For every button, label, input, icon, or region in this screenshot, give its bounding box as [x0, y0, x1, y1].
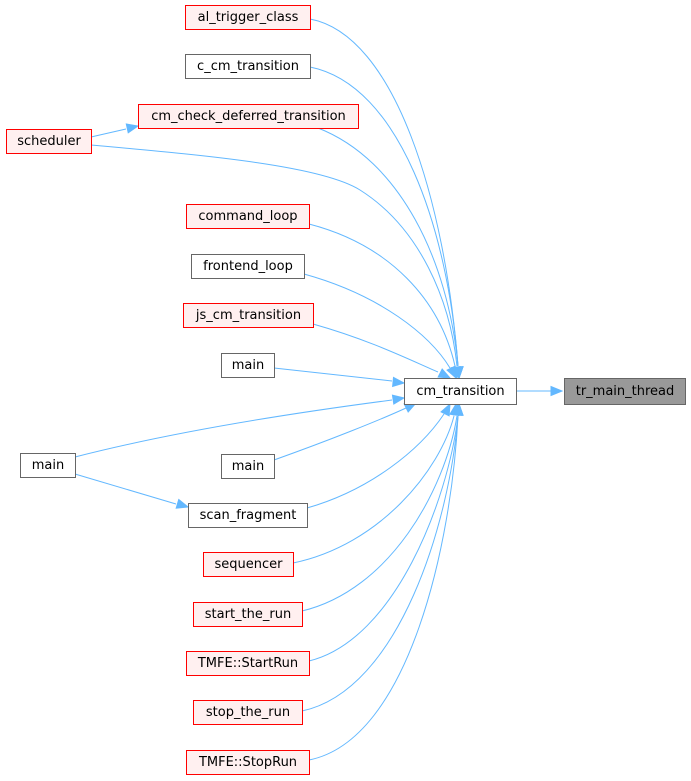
node-scan-fragment[interactable]: scan_fragment — [188, 503, 308, 528]
node-label: start_the_run — [205, 607, 291, 622]
edge-line — [90, 144, 458, 367]
edge-line — [309, 18, 459, 367]
node-js-cm-transition[interactable]: js_cm_transition — [183, 303, 314, 328]
node-stop-the-run[interactable]: stop_the_run — [193, 700, 303, 725]
edge-line — [308, 415, 459, 662]
edge-arrowhead — [125, 123, 140, 134]
node-main-left[interactable]: main — [20, 453, 76, 478]
node-label: main — [232, 459, 264, 474]
node-label: TMFE::StopRun — [198, 755, 297, 770]
node-c-cm-transition[interactable]: c_cm_transition — [185, 54, 311, 79]
node-label: scheduler — [17, 134, 81, 149]
edge-line — [306, 413, 445, 509]
edge-frontend_loop-to-cm_transition — [303, 273, 457, 380]
node-box — [185, 54, 311, 79]
edge-line — [292, 415, 455, 564]
node-label: TMFE::StartRun — [197, 656, 298, 671]
node-box — [404, 378, 517, 405]
edge-arrowhead — [391, 394, 406, 405]
edge-line — [74, 473, 177, 505]
edge-scheduler-to-cm_check_deferred_transition — [90, 123, 140, 138]
edge-main_a-to-cm_transition — [273, 367, 406, 388]
edge-arrowhead — [550, 385, 564, 397]
edge-start_the_run-to-cm_transition — [301, 402, 463, 612]
edge-line — [308, 415, 459, 761]
edge-line — [301, 415, 458, 612]
edge-scan_fragment-to-cm_transition — [306, 402, 451, 509]
node-label: stop_the_run — [206, 705, 290, 720]
node-start-the-run[interactable]: start_the_run — [193, 602, 303, 627]
edges-layer — [74, 18, 564, 761]
edge-arrowhead — [446, 365, 457, 380]
node-box — [193, 602, 303, 627]
edge-TMFE_StopRun-to-cm_transition — [308, 402, 464, 761]
edge-arrowhead — [392, 376, 406, 388]
edge-arrowhead — [175, 498, 190, 509]
node-label: main — [32, 458, 64, 473]
edge-line — [312, 323, 439, 373]
node-label: main — [232, 358, 264, 373]
edge-main_left-to-scan_fragment — [74, 473, 190, 509]
node-label: cm_transition — [416, 384, 504, 399]
node-label: al_trigger_class — [198, 10, 299, 25]
edge-line — [90, 128, 127, 138]
edge-main_b-to-cm_transition — [273, 402, 418, 461]
node-label: scan_fragment — [200, 508, 297, 523]
node-tmfe-startrun[interactable]: TMFE::StartRun — [186, 651, 310, 676]
node-box — [188, 503, 308, 528]
node-cm-transition[interactable]: cm_transition — [404, 378, 517, 405]
node-scheduler[interactable]: scheduler — [6, 129, 92, 154]
edge-line — [317, 127, 459, 367]
node-tr-main-thread[interactable]: tr_main_thread — [564, 378, 686, 405]
node-box — [186, 204, 310, 229]
edge-cm_check_deferred_transition-to-cm_transition — [317, 127, 464, 380]
node-box — [20, 453, 76, 478]
node-box — [185, 5, 311, 30]
node-box — [221, 353, 275, 378]
node-box — [564, 378, 686, 405]
node-label: frontend_loop — [203, 259, 293, 274]
node-cm-check-deferred-transition[interactable]: cm_check_deferred_transition — [138, 104, 359, 129]
edge-line — [301, 415, 459, 712]
node-label: command_loop — [198, 209, 297, 224]
node-al-trigger-class[interactable]: al_trigger_class — [185, 5, 311, 30]
edge-main_left-to-cm_transition — [74, 394, 406, 458]
node-box — [193, 700, 303, 725]
edge-line — [273, 367, 393, 382]
node-box — [6, 129, 92, 154]
edge-line — [273, 407, 407, 461]
edge-js_cm_transition-to-cm_transition — [312, 323, 452, 379]
edge-TMFE_StartRun-to-cm_transition — [308, 402, 464, 662]
node-frontend-loop[interactable]: frontend_loop — [191, 254, 305, 279]
edge-line — [309, 66, 459, 367]
node-label: tr_main_thread — [576, 384, 675, 399]
edge-arrowhead — [453, 402, 464, 416]
node-tmfe-stoprun[interactable]: TMFE::StopRun — [186, 750, 310, 775]
nodes-layer: al_trigger_class c_cm_transition cm_check_… — [6, 5, 686, 775]
node-main-a[interactable]: main — [221, 353, 275, 378]
node-command-loop[interactable]: command_loop — [186, 204, 310, 229]
edge-line — [308, 223, 456, 367]
node-box — [138, 104, 359, 129]
node-box — [186, 750, 310, 775]
edge-line — [74, 399, 393, 458]
node-label: js_cm_transition — [195, 308, 301, 323]
node-box — [221, 454, 275, 479]
node-box — [183, 303, 314, 328]
node-sequencer[interactable]: sequencer — [203, 552, 294, 577]
edge-arrowhead — [437, 368, 452, 379]
node-label: sequencer — [215, 557, 284, 572]
node-label: c_cm_transition — [197, 59, 299, 74]
edge-arrowhead — [440, 402, 451, 417]
node-label: cm_check_deferred_transition — [151, 109, 346, 124]
edge-command_loop-to-cm_transition — [308, 223, 461, 380]
node-main-b[interactable]: main — [221, 454, 275, 479]
node-box — [186, 651, 310, 676]
edge-cm_transition-to-tr_main_thread — [516, 385, 564, 397]
node-box — [203, 552, 294, 577]
edge-line — [303, 273, 451, 369]
node-box — [191, 254, 305, 279]
